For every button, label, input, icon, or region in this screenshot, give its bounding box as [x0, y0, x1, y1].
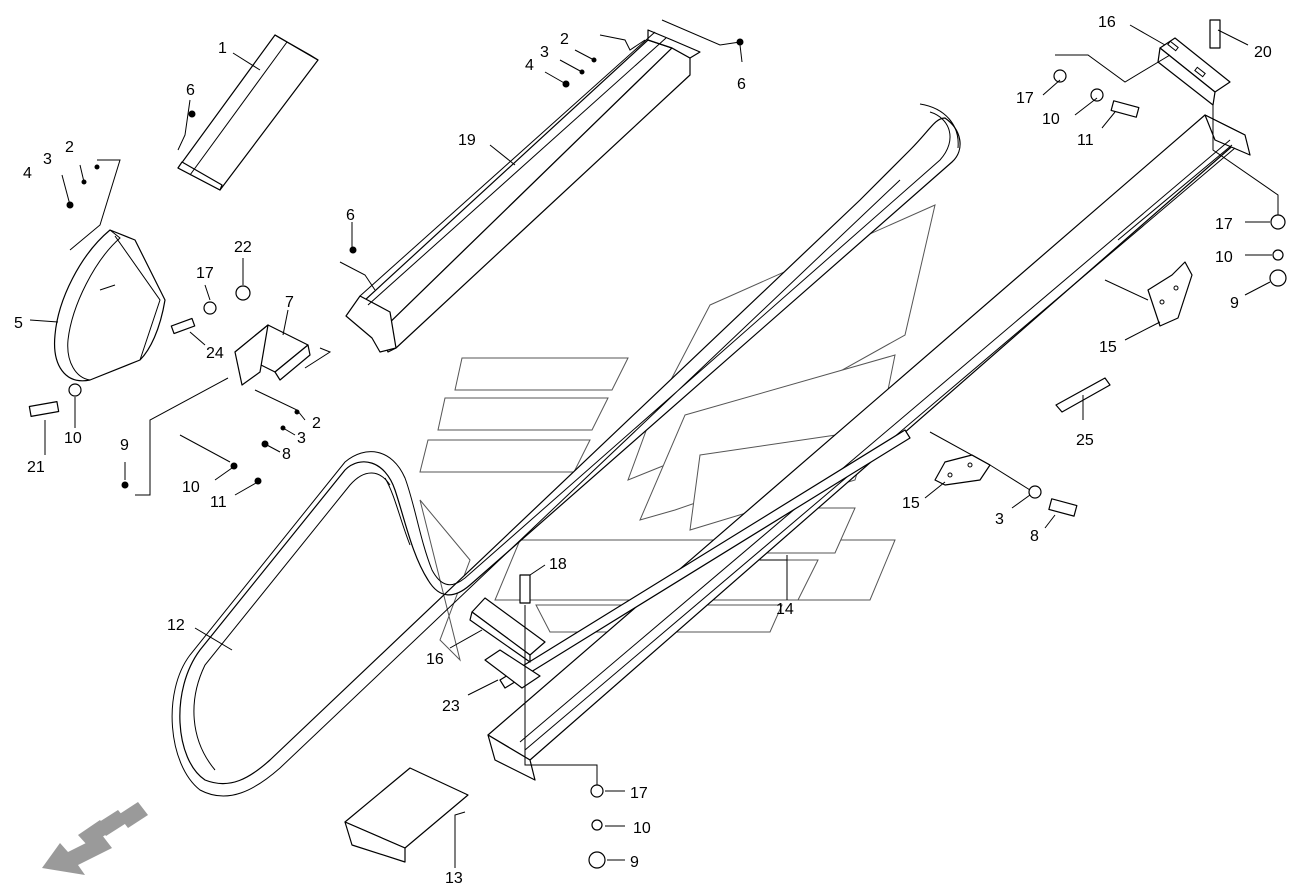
callout-13: 13	[445, 870, 463, 887]
leader-lines	[29, 19, 1279, 868]
callout-2: 2	[560, 31, 569, 48]
callout-16: 16	[426, 651, 444, 668]
callout-12: 12	[167, 617, 185, 634]
callout-5: 5	[14, 315, 23, 332]
callout-16: 16	[1098, 14, 1116, 31]
direction-arrow-icon	[42, 802, 148, 875]
callout-2: 2	[65, 139, 74, 156]
bracket-16-upper	[1157, 37, 1231, 106]
callout-4: 4	[23, 165, 32, 182]
callout-10: 10	[1215, 249, 1233, 266]
callout-15: 15	[902, 495, 920, 512]
callout-2: 2	[312, 415, 321, 432]
callout-22: 22	[234, 239, 252, 256]
callout-10: 10	[64, 430, 82, 447]
callout-11: 11	[1077, 132, 1094, 149]
callout-17: 17	[1016, 90, 1034, 107]
callout-3: 3	[995, 511, 1004, 528]
callout-9: 9	[1230, 295, 1239, 312]
callout-6: 6	[737, 76, 746, 93]
callout-25: 25	[1076, 432, 1094, 449]
callout-labels: 1 2 3 4 6 5 17 22 24 7 21 10 9 2 3 8 10 …	[14, 14, 1272, 887]
callout-8: 8	[282, 446, 291, 463]
callout-3: 3	[540, 44, 549, 61]
cover-5	[53, 229, 166, 382]
channel-14	[487, 114, 1251, 781]
callout-8: 8	[1030, 528, 1039, 545]
callout-24: 24	[206, 345, 224, 362]
callout-7: 7	[285, 294, 294, 311]
callout-4: 4	[525, 57, 534, 74]
callout-21: 21	[27, 459, 45, 476]
callout-10: 10	[182, 479, 200, 496]
bracket-15-upper	[1147, 261, 1193, 327]
bracket-15-lower	[934, 454, 991, 486]
callout-9: 9	[120, 437, 129, 454]
callout-6: 6	[346, 207, 355, 224]
callout-19: 19	[458, 132, 476, 149]
callout-17: 17	[630, 785, 648, 802]
callout-10: 10	[633, 820, 651, 837]
callout-11: 11	[210, 494, 227, 511]
bracket-7	[234, 324, 311, 386]
callout-9: 9	[630, 854, 639, 871]
bracket-16-lower	[469, 597, 546, 663]
callout-3: 3	[297, 430, 306, 447]
hardware	[28, 19, 1287, 869]
callout-18: 18	[549, 556, 567, 573]
callout-10: 10	[1042, 111, 1060, 128]
callout-1: 1	[218, 40, 227, 57]
callout-3: 3	[43, 151, 52, 168]
callout-15: 15	[1099, 339, 1117, 356]
callout-14: 14	[776, 601, 794, 618]
channel-19	[345, 29, 701, 353]
callout-17: 17	[1215, 216, 1233, 233]
cover-13	[344, 767, 469, 863]
callout-20: 20	[1254, 44, 1272, 61]
callout-23: 23	[442, 698, 460, 715]
plate-23	[484, 649, 541, 689]
chute-1	[177, 34, 319, 191]
belt	[171, 103, 961, 797]
callout-6: 6	[186, 82, 195, 99]
callout-17: 17	[196, 265, 214, 282]
